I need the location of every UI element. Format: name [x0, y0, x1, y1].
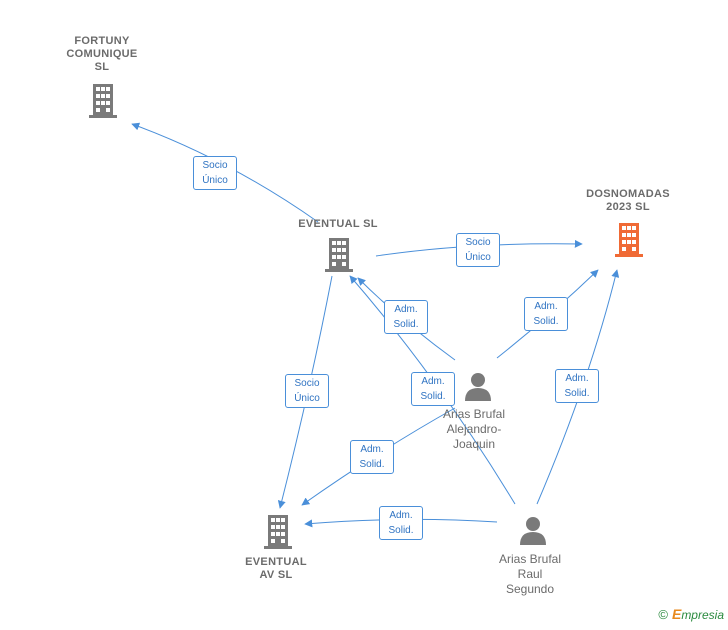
alejandro-person-icon[interactable]	[463, 372, 493, 407]
edge-label-alejandro-eventual: Adm. Solid.	[384, 300, 428, 334]
fortuny-label[interactable]: FORTUNY COMUNIQUE SL	[66, 35, 138, 73]
dosnomadas-building-icon[interactable]	[613, 223, 645, 262]
edge-label-raul-eventual: Adm. Solid.	[411, 372, 455, 406]
fortuny-building-icon[interactable]	[87, 84, 119, 123]
empresia-brand[interactable]: ©Empresia	[658, 606, 724, 622]
eventual-building-icon[interactable]	[323, 238, 355, 277]
edge-label-alejandro-dosnomadas: Adm. Solid.	[524, 297, 568, 331]
edge-label-alejandro-eventual-av: Adm. Solid.	[350, 440, 394, 474]
raul-label[interactable]: Arias Brufal Raul Segundo	[498, 552, 562, 596]
eventual-av-building-icon[interactable]	[262, 515, 294, 554]
edge-label-raul-eventual-av: Adm. Solid.	[379, 506, 423, 540]
dosnomadas-label[interactable]: DOSNOMADAS 2023 SL	[586, 188, 670, 213]
raul-person-icon[interactable]	[518, 516, 548, 551]
edge-label-eventual-eventual-av: Socio Único	[285, 374, 329, 408]
brand-name: mpresia	[681, 608, 724, 622]
brand-initial: E	[671, 606, 682, 622]
copyright-icon: ©	[658, 607, 668, 622]
alejandro-label[interactable]: Arias Brufal Alejandro- Joaquin	[442, 407, 506, 451]
edge-label-raul-dosnomadas: Adm. Solid.	[555, 369, 599, 403]
eventual-av-label[interactable]: EVENTUAL AV SL	[245, 556, 307, 581]
edge-label-eventual-dosnomadas: Socio Único	[456, 233, 500, 267]
eventual-label[interactable]: EVENTUAL SL	[298, 218, 378, 230]
edge-label-eventual-fortuny: Socio Único	[193, 156, 237, 190]
